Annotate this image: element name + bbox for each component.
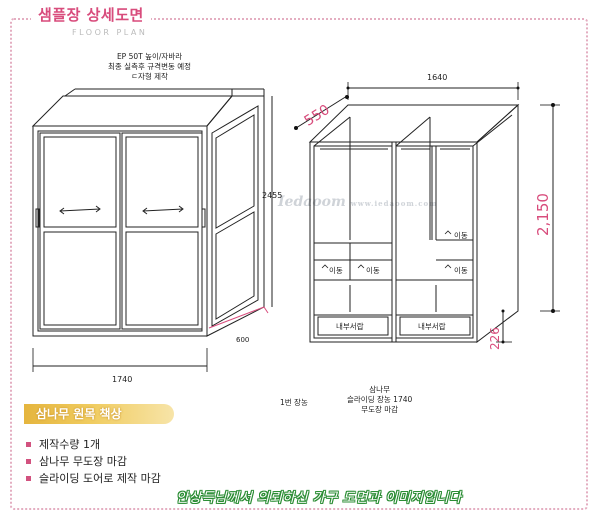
left-note-line-1: EP 50T 높이/자바라 (116, 52, 183, 61)
page-subtitle: FLOOR PLAN (72, 28, 148, 37)
right-caption-line-1: 삼나무 (369, 385, 390, 394)
left-dim-height: 2455 (262, 191, 282, 200)
spec-banner: 삼나무 원목 책상 (24, 404, 174, 424)
right-caption: 삼나무 슬라이딩 장농 1740 무도장 마감 (347, 385, 412, 415)
closing-message: 안상득님께서 의뢰하신 가구 도면과 이미지입니다 (176, 490, 462, 506)
feature-item: 제작수량 1개 (26, 436, 161, 453)
page-frame (10, 18, 588, 510)
left-note-line-3: ㄷ자형 제작 (131, 72, 168, 81)
right-dim-height: 2,150 (534, 193, 552, 236)
watermark-site: www.iedaoom.com (350, 199, 438, 208)
left-dim-depth: 600 (236, 336, 249, 344)
bullet-icon (26, 476, 31, 481)
drawer-right-label: 이동 (366, 265, 380, 275)
watermark-brand: Iedaoom (278, 194, 346, 210)
right-caption-line-3: 무도장 마감 (361, 405, 399, 414)
feature-text: 슬라이딩 도어로 제작 마감 (39, 472, 161, 485)
drawer-left-label: 이동 (329, 265, 343, 275)
page-title: 샘플장 상세도면 (31, 4, 151, 25)
left-caption: 1번 장농 (280, 398, 308, 407)
right-dim-width: 1640 (427, 73, 447, 82)
shelf-top-right-label: 이동 (454, 230, 468, 240)
bullet-icon (26, 442, 31, 447)
right-dim-depth: 550 (302, 102, 333, 130)
inner-drawer-left-label: 내부서랍 (336, 322, 364, 331)
feature-text: 제작수량 1개 (39, 438, 101, 451)
shelf-mid-right-label: 이동 (454, 265, 468, 275)
right-caption-line-2: 슬라이딩 장농 1740 (347, 395, 413, 404)
inner-drawer-right-label: 내부서랍 (418, 322, 446, 331)
feature-text: 삼나무 무도장 마감 (39, 455, 127, 468)
watermark: Iedaoom www.iedaoom.com (278, 194, 438, 210)
left-door-1 (39, 132, 121, 330)
left-note-line-2: 최종 실측후 규격변동 예정 (108, 62, 192, 71)
feature-item: 삼나무 무도장 마감 (26, 453, 161, 470)
left-note: EP 50T 높이/자바라 최종 실측후 규격변동 예정 ㄷ자형 제작 (108, 52, 191, 82)
right-dim-base: 226 (488, 327, 502, 350)
left-top-board (31, 95, 234, 127)
feature-item: 슬라이딩 도어로 제작 마감 (26, 470, 161, 487)
right-front-outer (309, 141, 478, 343)
right-side-panel (476, 103, 519, 344)
feature-list: 제작수량 1개 삼나무 무도장 마감 슬라이딩 도어로 제작 마감 (26, 436, 161, 487)
left-side-panel (206, 95, 265, 337)
left-dim-width: 1740 (112, 375, 132, 384)
left-door-2 (121, 132, 203, 330)
bullet-icon (26, 459, 31, 464)
